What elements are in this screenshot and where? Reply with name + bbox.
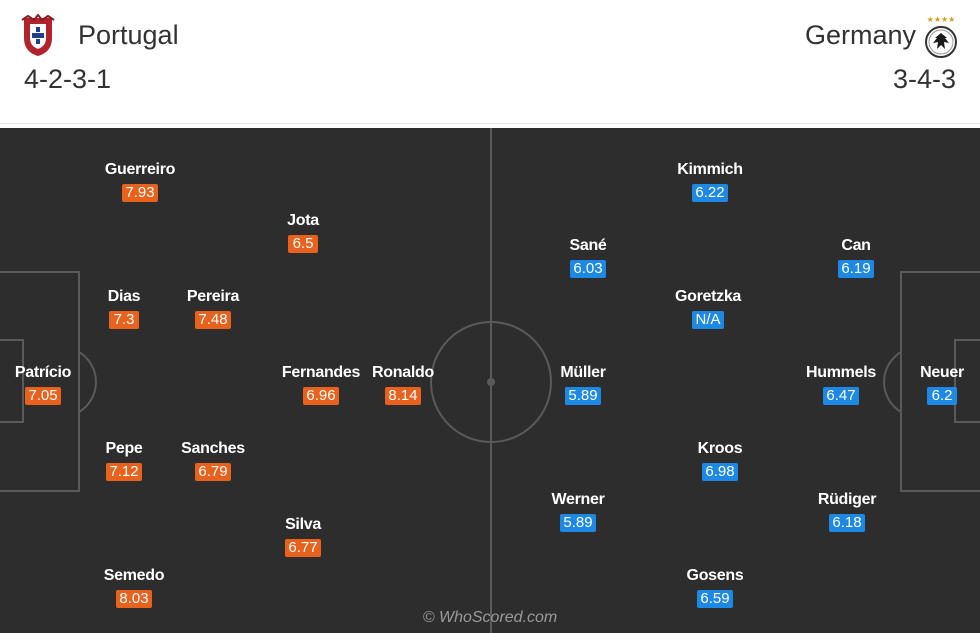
player-rating: 6.19 — [838, 260, 874, 278]
player-name: Müller — [560, 364, 606, 381]
player-card[interactable]: Silva 6.77 — [248, 515, 358, 557]
player-card[interactable]: Dias 7.3 — [69, 287, 179, 329]
player-rating: 6.03 — [570, 260, 606, 278]
player-name: Pepe — [105, 440, 143, 457]
player-rating: N/A — [692, 311, 724, 329]
player-name: Neuer — [920, 364, 964, 381]
player-card[interactable]: Kroos 6.98 — [665, 439, 775, 481]
player-card[interactable]: Guerreiro 7.93 — [85, 160, 195, 202]
player-card[interactable]: Müller 5.89 — [528, 363, 638, 405]
player-name: Patrício — [14, 364, 72, 381]
player-rating: 7.3 — [109, 311, 139, 329]
germany-crest-icon: ★★★★ — [925, 15, 957, 58]
player-name: Sané — [569, 237, 607, 254]
player-card[interactable]: Hummels 6.47 — [786, 363, 896, 405]
player-rating: 5.89 — [560, 514, 596, 532]
player-rating: 6.22 — [692, 184, 728, 202]
player-name: Werner — [551, 491, 605, 508]
player-name: Guerreiro — [104, 161, 176, 178]
player-rating: 6.79 — [195, 463, 231, 481]
player-rating: 6.98 — [702, 463, 738, 481]
player-card[interactable]: Semedo 8.03 — [79, 566, 189, 608]
pitch-markings — [0, 128, 980, 633]
player-name: Semedo — [103, 567, 165, 584]
player-name: Can — [841, 237, 871, 254]
player-card[interactable]: Ronaldo 8.14 — [348, 363, 458, 405]
player-card[interactable]: Werner 5.89 — [523, 490, 633, 532]
player-card[interactable]: Sanches 6.79 — [158, 439, 268, 481]
away-team-name[interactable]: Germany — [804, 20, 916, 50]
player-rating: 7.48 — [195, 311, 231, 329]
player-card[interactable]: Goretzka N/A — [653, 287, 763, 329]
player-card[interactable]: Pereira 7.48 — [158, 287, 268, 329]
player-rating: 6.77 — [285, 539, 321, 557]
player-name: Rüdiger — [817, 491, 877, 508]
player-rating: 6.47 — [823, 387, 859, 405]
player-card[interactable]: Fernandes 6.96 — [266, 363, 376, 405]
player-rating: 7.12 — [106, 463, 142, 481]
player-name: Pereira — [186, 288, 240, 305]
home-formation: 4-2-3-1 — [24, 64, 112, 94]
player-rating: 6.18 — [829, 514, 865, 532]
player-card[interactable]: Sané 6.03 — [533, 236, 643, 278]
player-card[interactable]: Pepe 7.12 — [69, 439, 179, 481]
player-card[interactable]: Gosens 6.59 — [660, 566, 770, 608]
player-name: Sanches — [181, 440, 245, 457]
player-rating: 8.03 — [116, 590, 152, 608]
player-card[interactable]: Neuer 6.2 — [887, 363, 980, 405]
svg-text:★★★★: ★★★★ — [927, 15, 956, 24]
player-card[interactable]: Jota 6.5 — [248, 211, 358, 253]
player-card[interactable]: Kimmich 6.22 — [655, 160, 765, 202]
player-name: Fernandes — [281, 364, 361, 381]
player-rating: 6.96 — [303, 387, 339, 405]
player-name: Hummels — [806, 364, 876, 381]
player-rating: 6.2 — [927, 387, 957, 405]
pitch: Guerreiro 7.93 Jota 6.5 Dias 7.3 Pereira… — [0, 128, 980, 633]
away-formation: 3-4-3 — [892, 64, 956, 94]
player-card[interactable]: Rüdiger 6.18 — [792, 490, 902, 532]
player-name: Kroos — [697, 440, 743, 457]
player-rating: 7.05 — [25, 387, 61, 405]
match-header: Portugal 4-2-3-1 Germany ★★★★ 3-4-3 — [0, 0, 980, 124]
player-name: Goretzka — [674, 288, 742, 305]
player-name: Kimmich — [677, 161, 743, 178]
player-card[interactable]: Patrício 7.05 — [0, 363, 98, 405]
watermark: © WhoScored.com — [422, 609, 558, 626]
player-name: Silva — [285, 516, 321, 533]
portugal-crest-icon — [21, 14, 55, 56]
player-name: Ronaldo — [372, 364, 434, 381]
player-rating: 6.5 — [288, 235, 318, 253]
player-name: Jota — [287, 212, 319, 229]
player-rating: 8.14 — [385, 387, 421, 405]
player-rating: 6.59 — [697, 590, 733, 608]
player-name: Gosens — [686, 567, 744, 584]
player-rating: 5.89 — [565, 387, 601, 405]
home-team-name[interactable]: Portugal — [78, 20, 179, 50]
player-card[interactable]: Can 6.19 — [801, 236, 911, 278]
player-name: Dias — [107, 288, 141, 305]
player-rating: 7.93 — [122, 184, 158, 202]
